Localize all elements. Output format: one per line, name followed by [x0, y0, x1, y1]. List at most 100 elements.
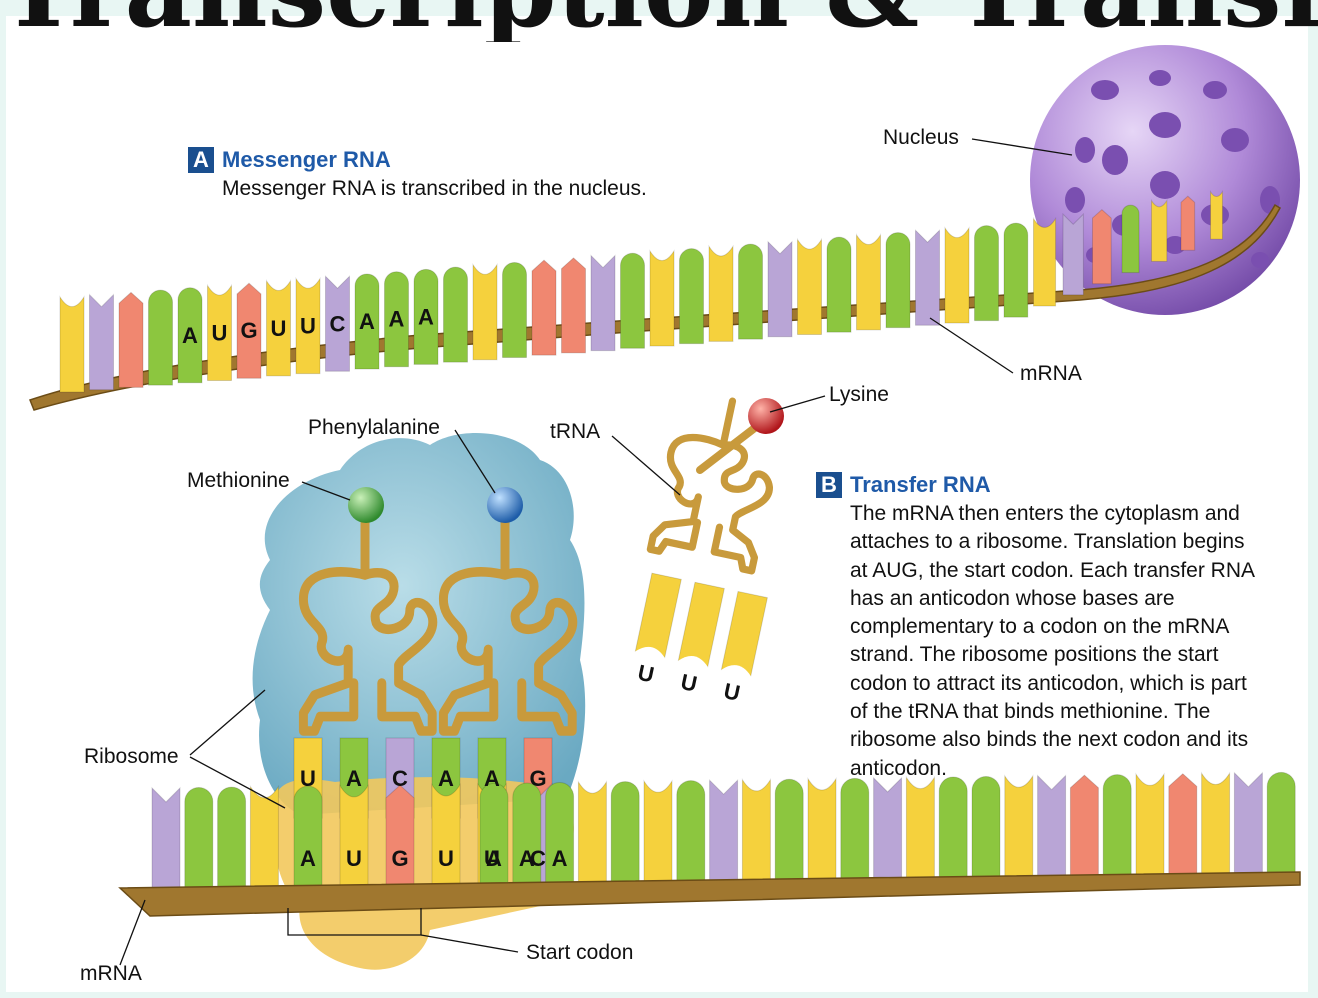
label-ribosome: Ribosome: [84, 745, 179, 768]
nucleotide-base: [676, 780, 706, 882]
base-letter: C: [530, 846, 546, 871]
anticodon-letter: C: [392, 766, 408, 791]
section-b-badge: B: [816, 472, 842, 498]
nucleotide-base: [1092, 208, 1112, 285]
nucleotide-base: [266, 279, 291, 377]
section-a-text: Messenger RNA is transcribed in the nucl…: [222, 177, 647, 200]
section-b-line: complementary to a codon on the mRNA: [850, 615, 1230, 639]
label-methionine: Methionine: [187, 469, 290, 492]
nucleotide-base: [938, 776, 968, 878]
nucleotide-base: [177, 287, 203, 384]
anticodon-base: [720, 590, 768, 677]
base-letter: A: [519, 846, 535, 871]
nucleotide-base: [1003, 222, 1029, 318]
section-a-title: Messenger RNA: [222, 147, 391, 172]
base-letter: G: [240, 318, 257, 343]
anticodon-letter: A: [484, 766, 500, 791]
section-b-line: ribosome also binds the next codon and i…: [850, 728, 1249, 752]
nucleotide-base: [89, 293, 114, 391]
nucleotide-base: [531, 259, 557, 356]
nucleotide-base: [502, 261, 527, 358]
nucleotide-base: [479, 782, 509, 884]
nucleotide-base: [1210, 189, 1223, 240]
section-b-line: anticodon.: [850, 756, 947, 780]
anticodon-letter: G: [529, 766, 546, 791]
nucleotide-base: [1266, 771, 1296, 873]
base-letter: U: [212, 320, 228, 345]
nucleotide-base: [207, 283, 232, 381]
nucleotide-base: [709, 778, 739, 881]
nucleotide-base: [826, 236, 852, 333]
nucleotide-base: [413, 268, 439, 365]
base-letter: U: [271, 316, 287, 341]
nucleotide-base: [797, 237, 822, 335]
nucleotide-base: [1062, 212, 1084, 296]
page-title: Transcription & Translation: [0, 0, 1318, 42]
anticodon-base: [634, 572, 682, 659]
nucleotide-base: [944, 226, 970, 324]
anticodon-letter: A: [346, 766, 362, 791]
nucleotide-base: [354, 273, 380, 370]
base-letter: A: [182, 323, 198, 348]
label-start-codon: Start codon: [526, 941, 634, 964]
nucleotide-base: [1180, 195, 1196, 251]
base-letter: A: [300, 846, 316, 871]
nucleotide-base: [1004, 774, 1034, 877]
nucleotide-base: [443, 266, 468, 363]
anticodon-letter: U: [300, 766, 316, 791]
label-nucleus: Nucleus: [883, 126, 959, 149]
label-trna: tRNA: [550, 420, 601, 443]
nucleotide-base: [974, 225, 999, 322]
anticodon-letter: U: [679, 669, 700, 697]
base-letter: U: [438, 846, 454, 871]
nucleotide-base: [1135, 772, 1165, 875]
nucleotide-base: [1168, 773, 1198, 875]
anticodon-base: [677, 581, 725, 668]
nucleotide-base: [873, 776, 903, 879]
base-letter: A: [359, 309, 375, 334]
base-letter: A: [389, 307, 405, 332]
section-b-text: The mRNA then enters the cytoplasm and a…: [850, 500, 1255, 783]
nucleotide-base: [610, 781, 640, 883]
nucleotide-base: [1037, 774, 1067, 877]
nucleotide-base: [1201, 771, 1231, 874]
section-b-line: The mRNA then enters the cytoplasm and: [850, 502, 1240, 525]
base-letter: C: [330, 311, 346, 336]
nucleotide-base: [293, 785, 323, 887]
nucleotide-base: [915, 229, 940, 326]
section-b-title: Transfer RNA: [850, 472, 991, 497]
base-letter: U: [484, 846, 500, 871]
nucleotide-base: [1069, 774, 1099, 876]
nucleotide-base: [885, 232, 911, 329]
section-b-line: at AUG, the start codon. Each transfer R…: [850, 558, 1256, 582]
nucleotide-base: [1033, 216, 1057, 307]
nucleotide-base: [679, 248, 704, 345]
section-b-heading: B Transfer RNA: [816, 472, 991, 498]
nucleotide-base: [738, 243, 763, 340]
phenylalanine-amino-acid: [487, 487, 523, 523]
base-letter: U: [346, 846, 362, 871]
nucleotide-base: [545, 782, 575, 883]
nucleotide-base: [1151, 198, 1168, 262]
nucleotide-base: [59, 295, 85, 393]
nucleotide-base: [339, 783, 369, 887]
nucleotide-base: [118, 291, 144, 388]
base-letter: G: [391, 846, 408, 871]
section-a-heading: A Messenger RNA: [188, 147, 391, 173]
nucleotide-base: [1102, 774, 1132, 876]
nucleotide-base: [184, 787, 214, 889]
section-b-line: strand. The ribosome positions the start: [850, 643, 1219, 667]
nucleotide-base: [295, 276, 321, 375]
nucleotide-base: [384, 271, 409, 368]
label-mrna-top: mRNA: [1020, 362, 1082, 385]
section-b-line: of the tRNA that binds methionine. The: [850, 700, 1211, 724]
anticodon-letter: U: [636, 660, 657, 688]
methionine-amino-acid: [348, 487, 384, 523]
nucleotide-base: [1233, 771, 1263, 874]
nucleotide-base: [905, 775, 935, 878]
nucleotide-base: [840, 777, 870, 879]
base-letter: A: [552, 846, 568, 871]
